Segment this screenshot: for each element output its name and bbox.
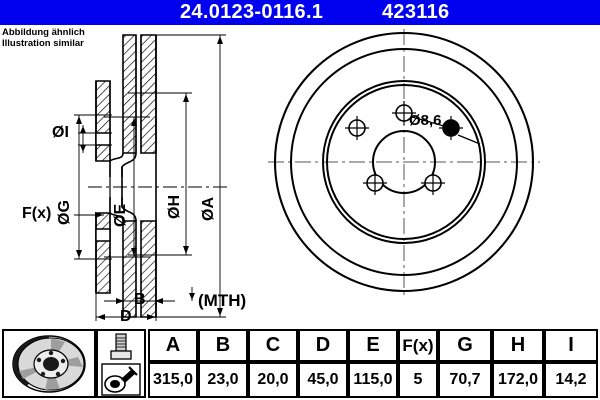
dim-label-G: ØG <box>56 200 73 225</box>
table-value-G: 70,7 <box>438 362 492 398</box>
table-header-B: B <box>198 329 248 362</box>
dim-label-B: B <box>134 291 146 308</box>
front-view <box>268 29 540 295</box>
dimension-table: A B C D E F(x) G H I 315,0 23,0 20,0 45,… <box>0 327 600 400</box>
table-value-D: 45,0 <box>298 362 348 398</box>
dim-label-I: ØI <box>52 124 69 141</box>
bolt-icon <box>110 332 132 360</box>
table-value-B: 23,0 <box>198 362 248 398</box>
illustration-note: Abbildung ähnlich Illustration similar <box>2 27 85 49</box>
table-value-C: 20,0 <box>248 362 298 398</box>
table-header-H: H <box>492 329 544 362</box>
table-value-Fx: 5 <box>398 362 438 398</box>
dim-label-D: D <box>120 308 132 325</box>
dim-label-H: ØH <box>166 195 183 219</box>
drawing-svg <box>74 29 540 321</box>
dim-label-Fx: F(x) <box>22 205 52 222</box>
dim-label-E: ØE <box>112 203 129 227</box>
brake-disc-photo <box>12 334 86 393</box>
illustration-note-de: Abbildung ähnlich <box>2 27 85 38</box>
table-header-C: C <box>248 329 298 362</box>
table-header-G: G <box>438 329 492 362</box>
part-number: 24.0123-0116.1 <box>180 1 324 23</box>
drawing-area: ØI ØG ØE ØH ØA F(x) B D (MTH) Ø8,6 <box>0 25 600 325</box>
hub-tool-icon <box>101 362 141 396</box>
table-header-D: D <box>298 329 348 362</box>
table-header-Fx: F(x) <box>398 329 438 362</box>
brake-disc-photo-cell <box>2 329 96 398</box>
bolt-hole-diameter-label: Ø8,6 <box>409 112 442 129</box>
table-header-Fx-text: F(x) <box>402 335 434 355</box>
section-view <box>74 34 230 321</box>
table-value-H: 172,0 <box>492 362 544 398</box>
table-value-I: 14,2 <box>544 362 598 398</box>
header-bar: 24.0123-0116.1 423116 <box>0 0 600 25</box>
dim-label-A: ØA <box>200 197 217 221</box>
mth-note: (MTH) <box>198 291 247 310</box>
table-header-I: I <box>544 329 598 362</box>
illustration-note-en: Illustration similar <box>2 38 84 49</box>
table-value-E: 115,0 <box>348 362 398 398</box>
table-header-A: A <box>148 329 198 362</box>
accessory-icons-cell <box>96 329 146 398</box>
table-value-A: 315,0 <box>148 362 198 398</box>
table-header-E: E <box>348 329 398 362</box>
article-number: 423116 <box>382 1 450 23</box>
